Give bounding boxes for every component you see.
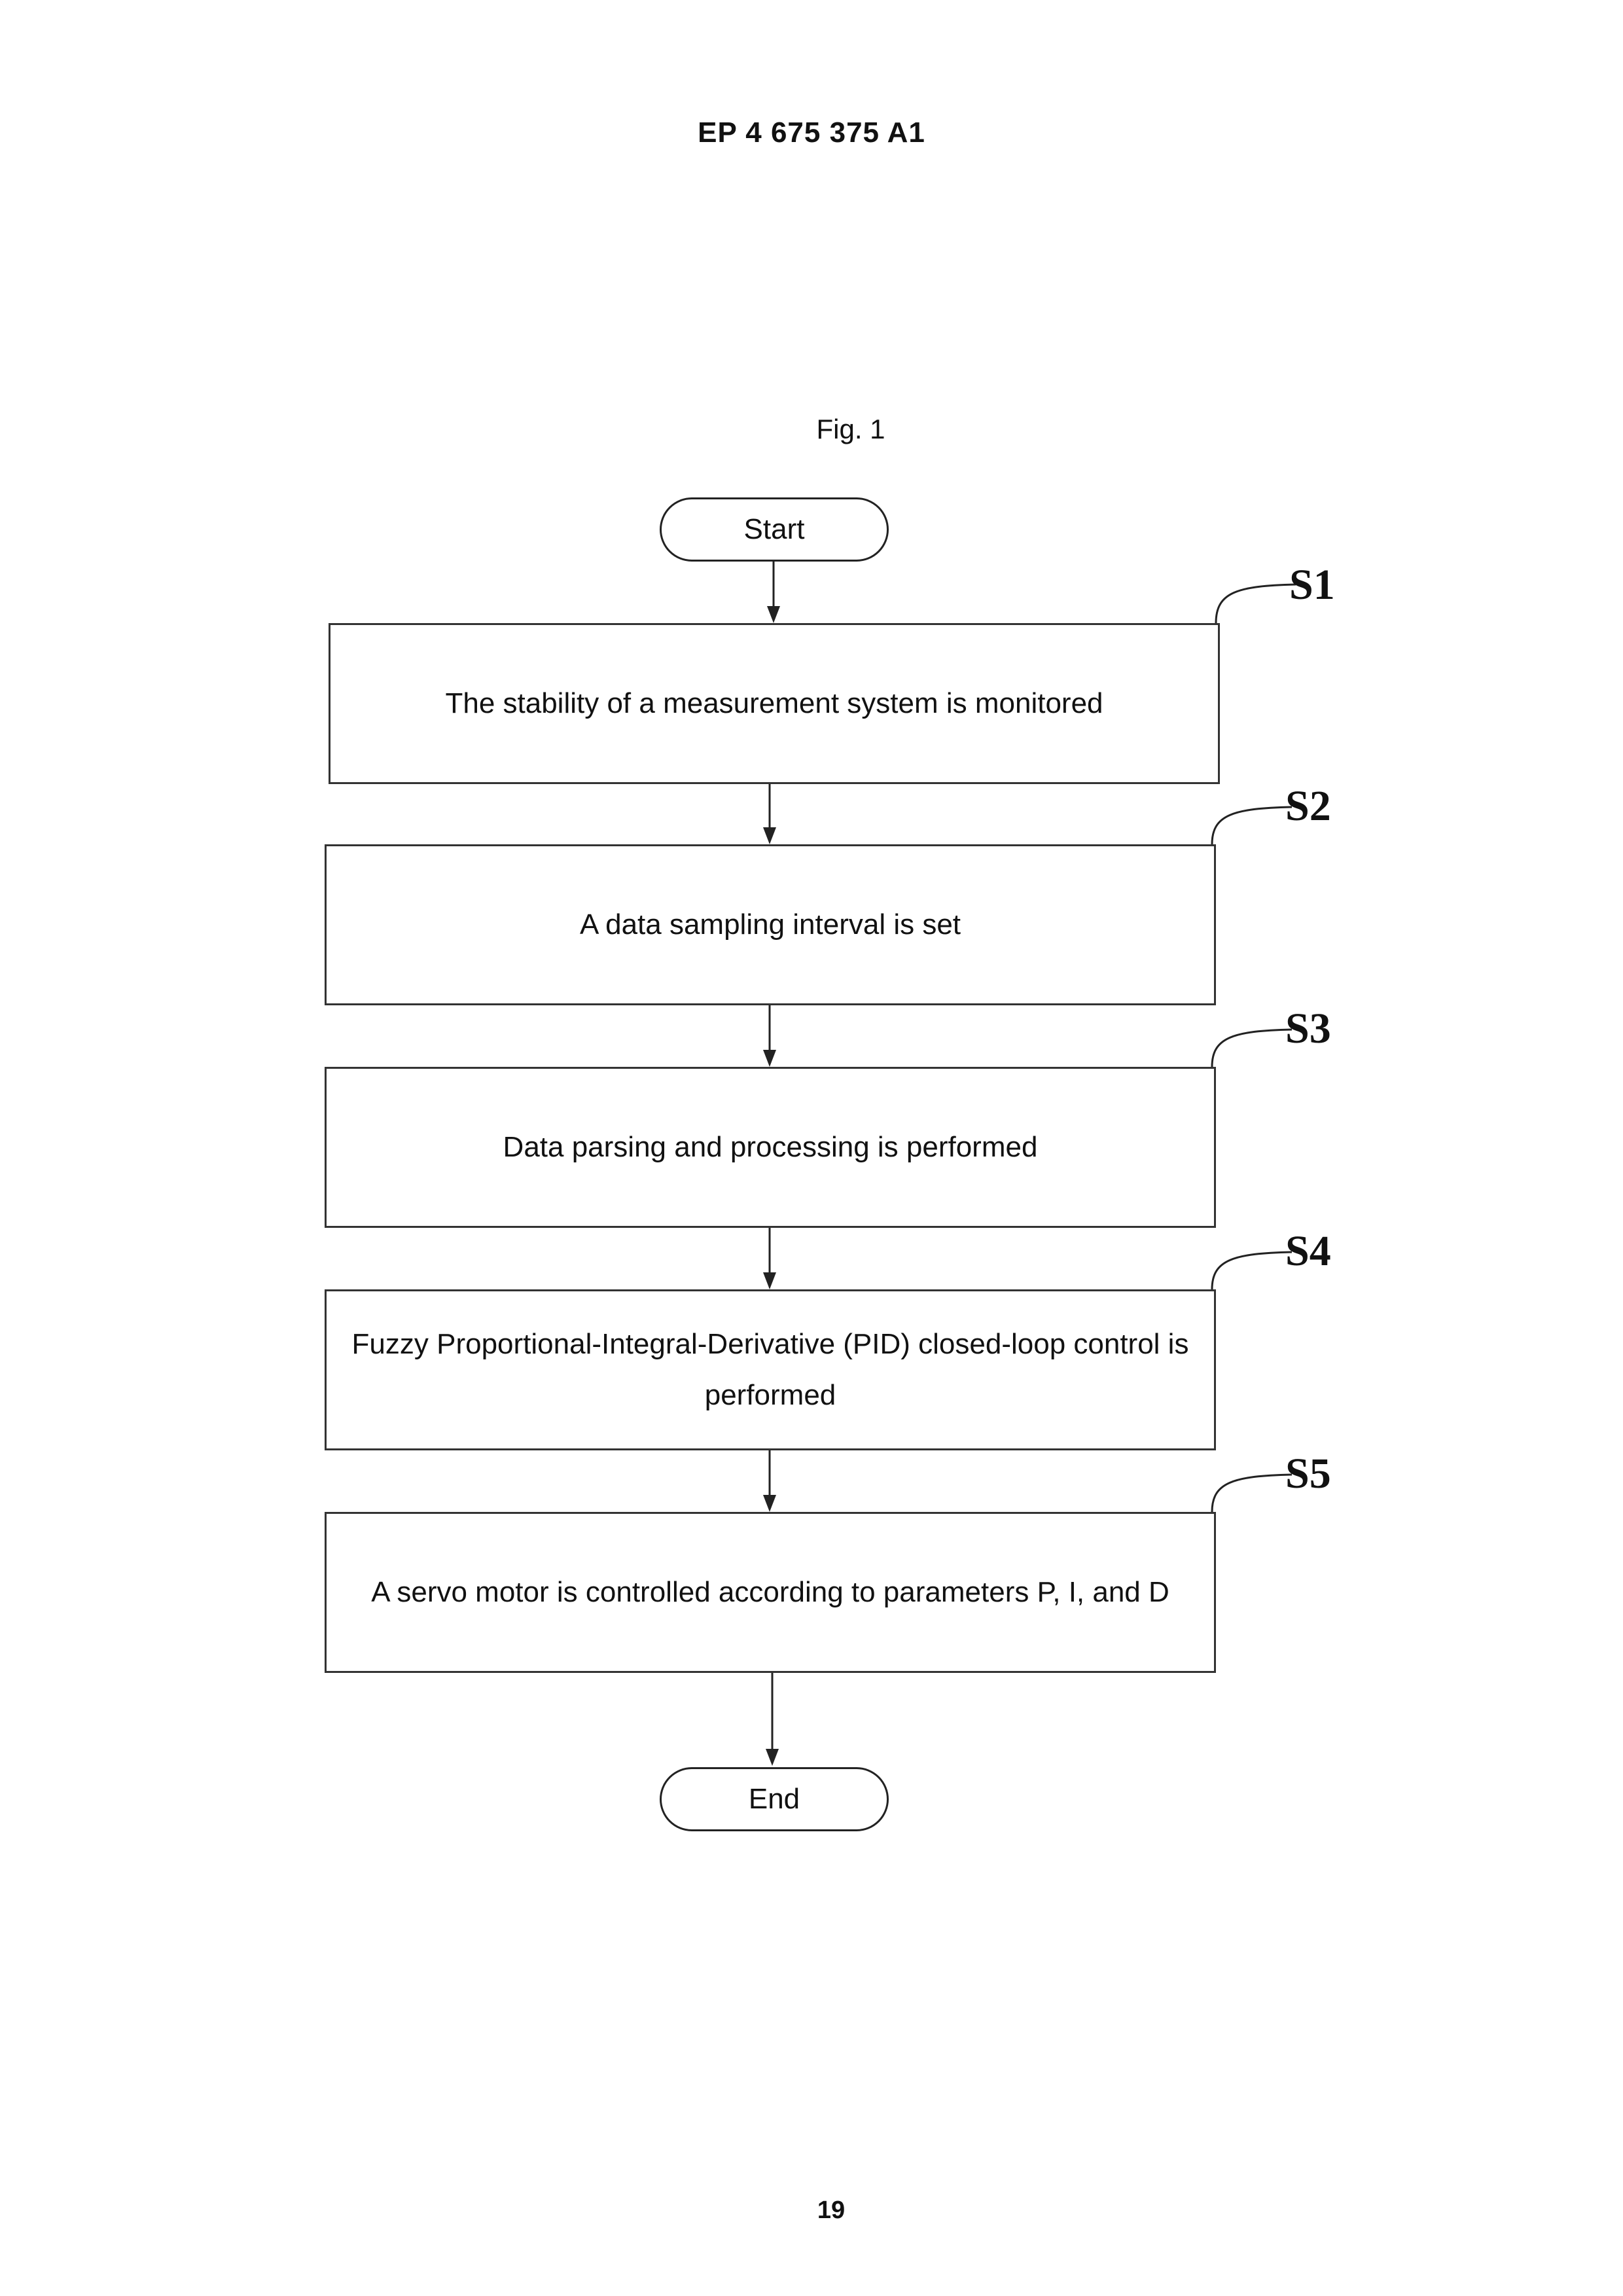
step-box-s1: The stability of a measurement system is… bbox=[329, 623, 1220, 784]
step-label-s4: S4 bbox=[1285, 1227, 1331, 1276]
step-box-s4: Fuzzy Proportional-Integral-Derivative (… bbox=[325, 1289, 1216, 1450]
page-number: 19 bbox=[0, 2197, 1623, 2225]
leader-s5 bbox=[1212, 1475, 1292, 1512]
leader-s4 bbox=[1212, 1252, 1292, 1289]
step-label-s2: S2 bbox=[1285, 781, 1331, 831]
step-label-s3: S3 bbox=[1285, 1004, 1331, 1054]
leader-s1 bbox=[1216, 584, 1296, 623]
leader-s3 bbox=[1212, 1030, 1292, 1067]
step-label-s1: S1 bbox=[1289, 560, 1335, 610]
start-terminal: Start bbox=[660, 497, 889, 562]
end-terminal: End bbox=[660, 1767, 889, 1831]
step-box-s5: A servo motor is controlled according to… bbox=[325, 1512, 1216, 1673]
leader-s2 bbox=[1212, 807, 1292, 844]
step-label-s5: S5 bbox=[1285, 1449, 1331, 1499]
step-box-s3: Data parsing and processing is performed bbox=[325, 1067, 1216, 1228]
step-box-s2: A data sampling interval is set bbox=[325, 844, 1216, 1005]
